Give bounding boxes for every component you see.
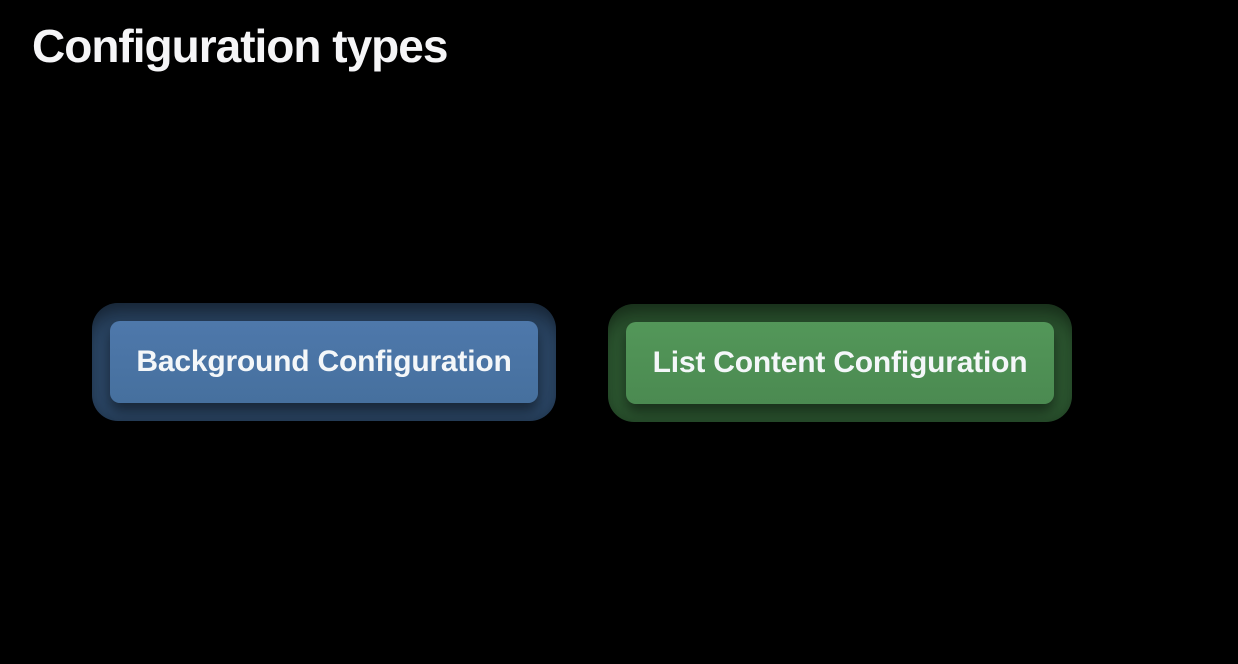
page-title: Configuration types — [32, 20, 448, 72]
list-content-configuration-label: List Content Configuration — [652, 346, 1028, 379]
list-content-configuration-card: List Content Configuration — [608, 304, 1072, 422]
background-configuration-label: Background Configuration — [136, 345, 512, 378]
background-configuration-card-inner: Background Configuration — [110, 321, 538, 403]
background-configuration-card: Background Configuration — [92, 303, 556, 421]
list-content-configuration-card-inner: List Content Configuration — [626, 322, 1054, 404]
